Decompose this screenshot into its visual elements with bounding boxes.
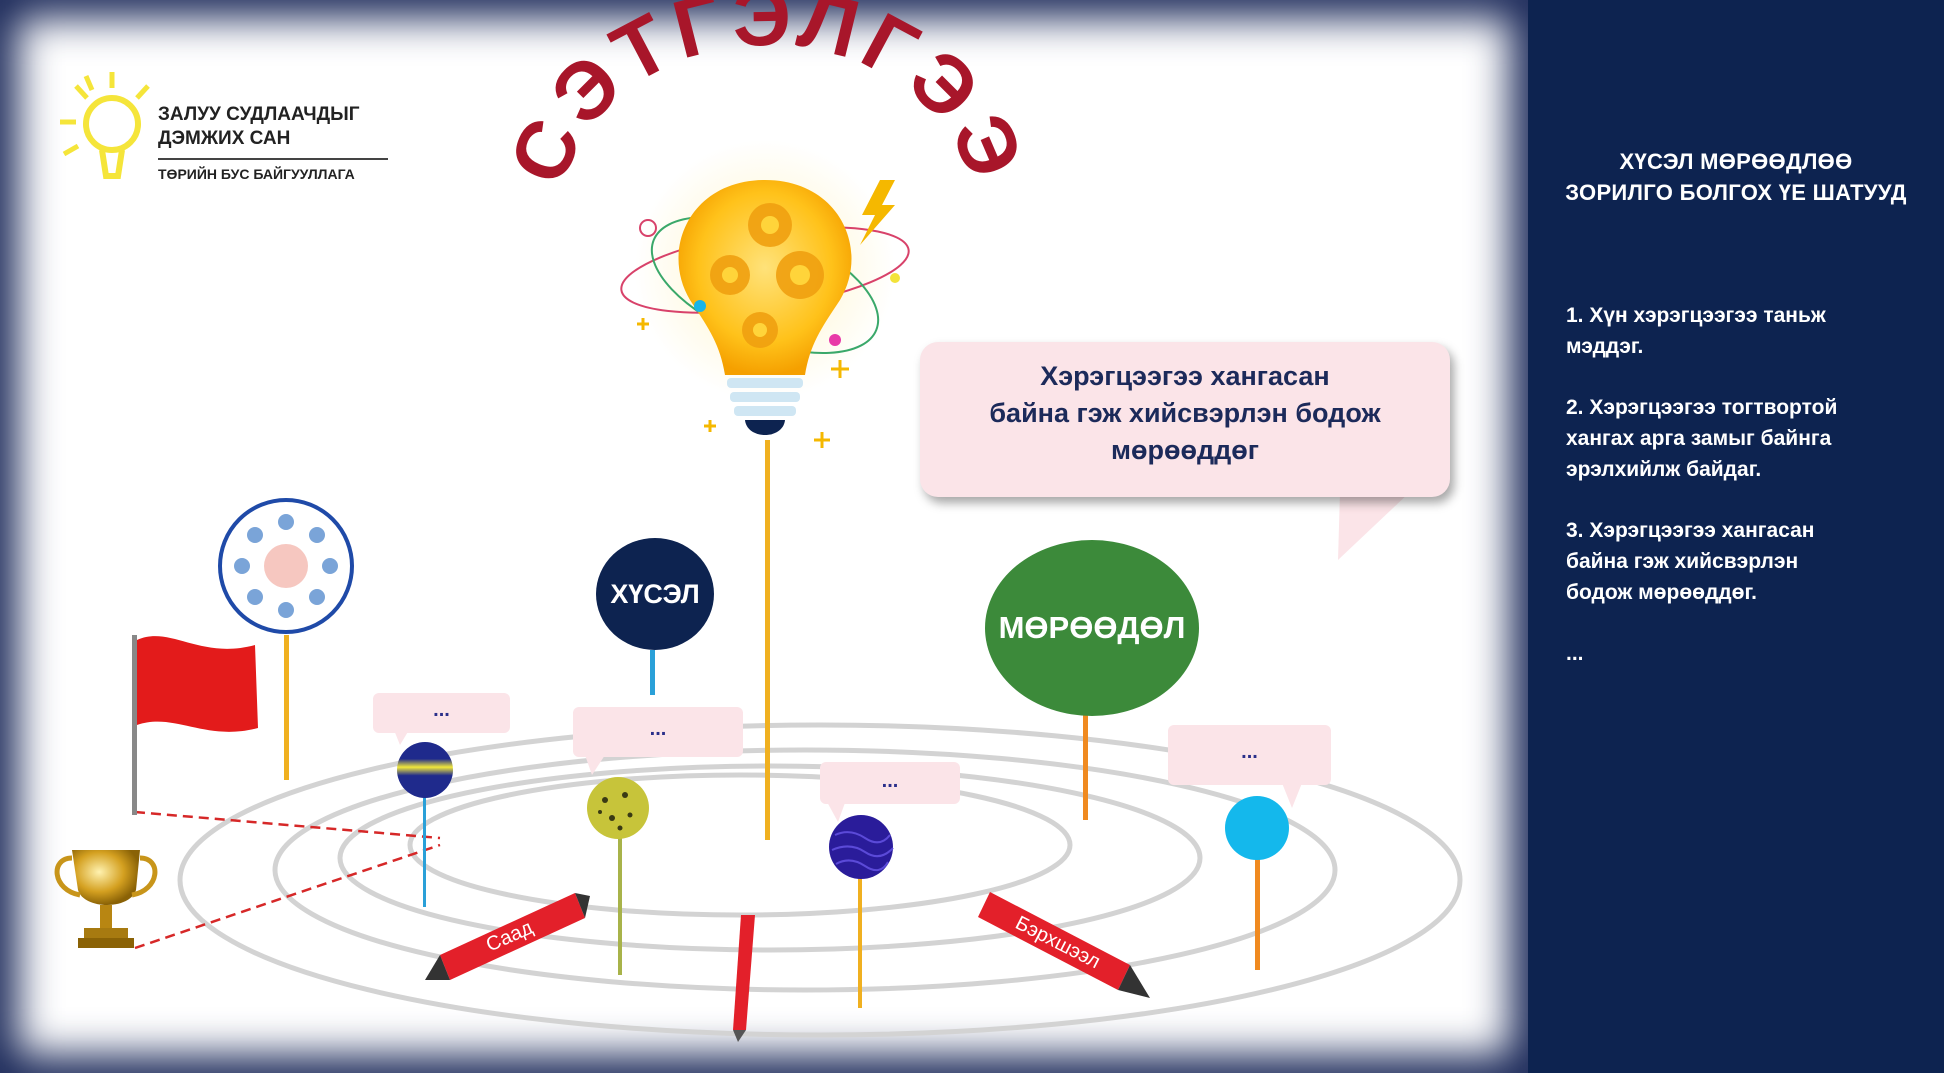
step-item-2: 2. Хэрэгцээгээ тогтвортой хангах арга за… bbox=[1566, 396, 1838, 481]
wish-circle: ХҮСЭЛ bbox=[596, 538, 714, 650]
orbit-ring-outer bbox=[177, 722, 1463, 1038]
stick-bulb bbox=[765, 440, 770, 840]
dashed-path bbox=[134, 810, 441, 950]
hierarchy-circle bbox=[218, 498, 354, 634]
orbit-ring-inner bbox=[407, 772, 1073, 918]
main-slide: Саад Бэрхшээл bbox=[54, 0, 1463, 1042]
logo-text-line1: ЗАЛУУ СУДЛААЧДЫГ bbox=[158, 104, 360, 125]
cyan-ball bbox=[1225, 796, 1289, 860]
steps-panel: ХҮСЭЛ МӨРӨӨДЛӨӨ ЗОРИЛГО БОЛГОХ ҮЕ ШАТУУД… bbox=[1528, 0, 1944, 1073]
dots-bubble-3: ... bbox=[820, 762, 960, 804]
pollen-dots bbox=[598, 792, 633, 831]
dots-bubble-1: ... bbox=[373, 693, 510, 733]
dashed-line-upper bbox=[134, 810, 441, 840]
stick-striped bbox=[423, 790, 426, 907]
lightbulb-icon bbox=[620, 140, 910, 448]
striped-ball bbox=[397, 742, 453, 798]
wish-label: ХҮСЭЛ bbox=[610, 578, 700, 609]
stick-wish bbox=[650, 650, 655, 695]
stick-dream bbox=[1083, 714, 1088, 820]
flag-icon bbox=[132, 635, 258, 815]
stick-flower bbox=[284, 635, 289, 780]
dream-circle: МӨРӨӨДӨЛ bbox=[985, 540, 1199, 716]
logo-divider bbox=[158, 158, 388, 160]
speech-tail bbox=[1338, 492, 1410, 560]
bubble-tail-3 bbox=[826, 800, 846, 822]
dream-label: МӨРӨӨДӨЛ bbox=[998, 610, 1186, 645]
step-item-4: ... bbox=[1566, 642, 1584, 665]
dots-bubble-4: ... bbox=[1168, 725, 1331, 785]
logo: ЗАЛУУ СУДЛААЧДЫГ ДЭМЖИХ САН ТӨРИЙН БУС Б… bbox=[56, 64, 396, 194]
dashed-line-lower bbox=[134, 843, 441, 950]
bubble-tail-4 bbox=[1282, 783, 1302, 808]
steps-list: 1. Хүн хэрэгцээгээ таньж мэддэг. 2. Хэрэ… bbox=[1566, 300, 1906, 699]
trophy-icon bbox=[54, 850, 158, 948]
orbit-ring-2 bbox=[272, 747, 1338, 993]
sticks bbox=[284, 440, 1260, 1008]
step-item-3: 3. Хэрэгцээгээ хангасан байна гэж хийсвэ… bbox=[1566, 519, 1815, 604]
wave-ball bbox=[829, 815, 893, 879]
dots-bubble-2: ... bbox=[573, 707, 743, 757]
orbit-rings bbox=[177, 722, 1463, 1038]
stick-pollen bbox=[618, 830, 622, 975]
pencil-icon bbox=[733, 915, 755, 1042]
speech-bubble-main: Хэрэгцээгээ хангасан байна гэж хийсвэрлэ… bbox=[920, 342, 1450, 497]
wave-ball-pattern bbox=[831, 831, 894, 872]
pollen-ball bbox=[587, 777, 649, 839]
stick-cyan bbox=[1255, 855, 1260, 970]
logo-text-line3: ТӨРИЙН БУС БАЙГУУЛЛАГА bbox=[158, 166, 355, 182]
step-item-1: 1. Хүн хэрэгцээгээ таньж мэддэг. bbox=[1566, 304, 1826, 358]
stick-purple bbox=[858, 868, 862, 1008]
logo-text-line2: ДЭМЖИХ САН bbox=[158, 128, 291, 149]
diagram-canvas: Саад Бэрхшээл bbox=[54, 0, 1463, 1042]
sun-bulb-logo-icon bbox=[60, 72, 150, 179]
bubble-tail-2 bbox=[585, 755, 605, 775]
panel-title: ХҮСЭЛ МӨРӨӨДЛӨӨ ЗОРИЛГО БОЛГОХ ҮЕ ШАТУУД bbox=[1565, 149, 1907, 205]
